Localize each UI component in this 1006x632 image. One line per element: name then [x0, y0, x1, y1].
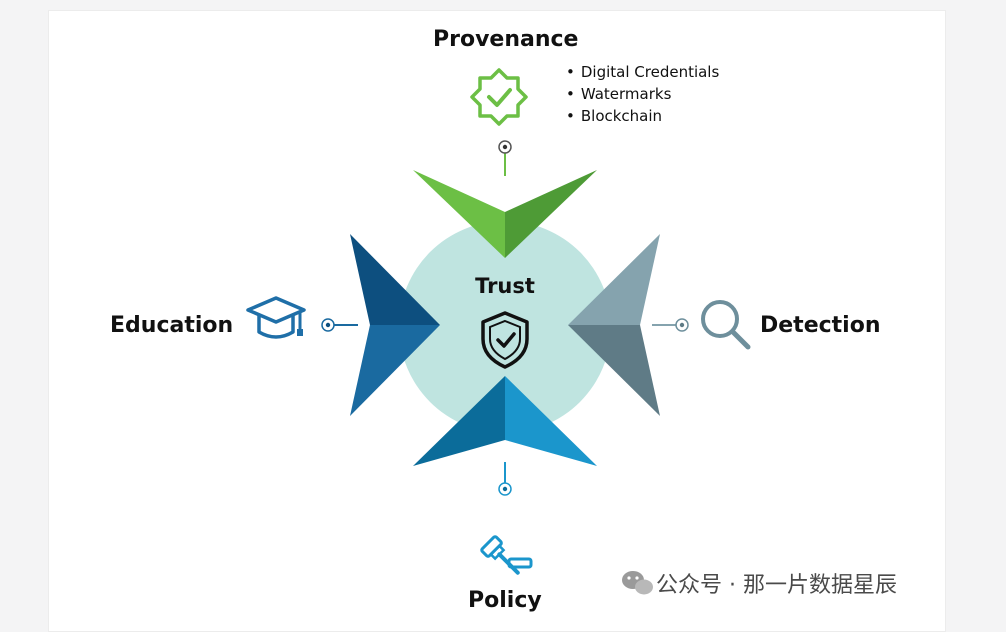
policy-arrow — [413, 376, 597, 466]
watermark-text: 公众号 · 那一片数据星辰 — [656, 573, 897, 598]
provenance-label: Provenance — [433, 27, 579, 52]
shield-check-icon — [481, 311, 529, 369]
provenance-connector — [498, 140, 512, 176]
trust-circle — [399, 221, 611, 433]
badge-check-icon — [470, 68, 528, 126]
detection-label: Detection — [760, 313, 881, 338]
education-connector — [321, 318, 358, 332]
magnifier-icon — [701, 300, 751, 350]
list-item: Digital Credentials — [566, 61, 719, 83]
education-arrow — [350, 234, 440, 416]
wechat-icon — [622, 571, 653, 595]
list-item: Blockchain — [566, 105, 719, 127]
provenance-arrow — [413, 170, 597, 258]
watermark: 公众号 · 那一片数据星辰 — [618, 566, 897, 600]
provenance-bullets: Digital Credentials Watermarks Blockchai… — [566, 61, 719, 127]
detection-connector — [652, 318, 689, 332]
trust-label: Trust — [475, 274, 535, 298]
detection-arrow — [568, 234, 660, 416]
list-item: Watermarks — [566, 83, 719, 105]
policy-connector — [498, 462, 512, 496]
education-label: Education — [110, 313, 234, 338]
gavel-icon — [480, 535, 533, 575]
graduation-cap-icon — [246, 296, 306, 339]
policy-label: Policy — [468, 588, 542, 613]
